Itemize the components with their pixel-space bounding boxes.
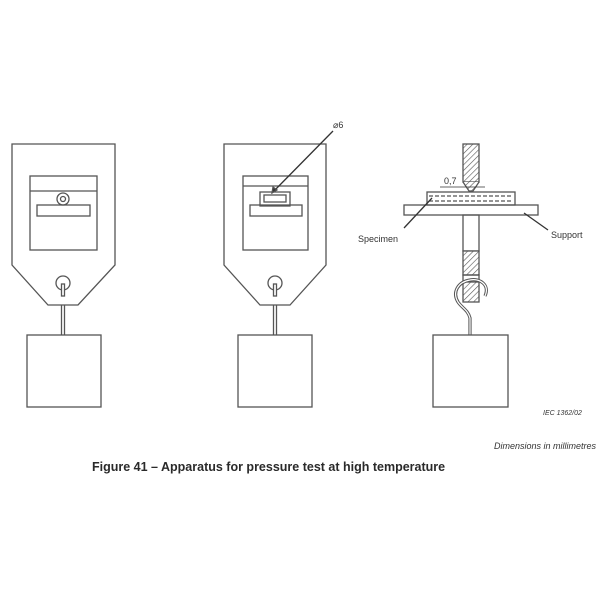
diameter-leader-line [271,130,334,194]
holder-left [11,143,116,408]
specimen [426,191,516,206]
section-view [403,143,549,408]
holder-middle [223,130,334,408]
hole-diameter-label: ⌀6 [333,120,344,130]
specimen-label: Specimen [358,234,399,244]
support-label: Support [551,230,583,240]
gap-dimension-label: 0,7 [444,176,457,186]
weight-right [432,334,509,408]
weight-left [26,334,102,408]
test-ball-icon [56,192,70,206]
figure-caption: Figure 41 – Apparatus for pressure test … [92,460,446,474]
iec-reference: IEC 1362/02 [543,410,582,417]
support-leader-line [523,212,549,231]
weight-middle [237,334,313,408]
pressure-rod [462,143,480,183]
specimen-leader-line [403,197,433,229]
units-note: Dimensions in millimetres [493,441,596,451]
